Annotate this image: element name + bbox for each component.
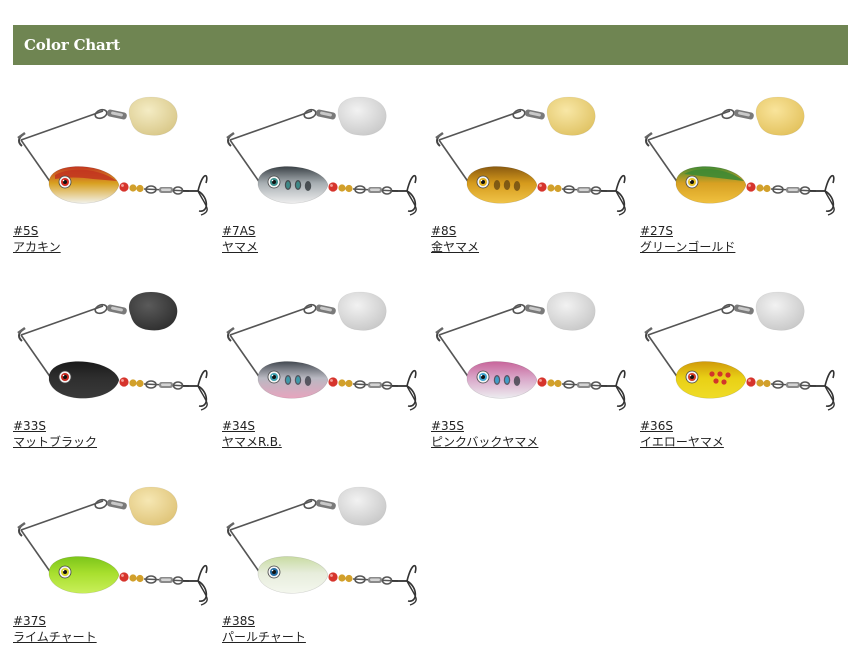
- color-code-link[interactable]: #8S: [431, 224, 457, 238]
- lure-image[interactable]: [640, 288, 840, 416]
- lure-item-7as[interactable]: #7AS ヤマメ: [222, 93, 422, 268]
- lure-image[interactable]: [640, 93, 840, 221]
- color-name-link[interactable]: ピンクバックヤマメ: [431, 435, 539, 449]
- color-name-link[interactable]: アカキン: [13, 240, 61, 254]
- color-code-link[interactable]: #37S: [13, 614, 46, 628]
- lure-item-35s[interactable]: #35S ピンクバックヤマメ: [431, 288, 631, 463]
- lure-item-27s[interactable]: #27S グリーンゴールド: [640, 93, 840, 268]
- lure-image[interactable]: [222, 93, 422, 221]
- color-code-link[interactable]: #34S: [222, 419, 255, 433]
- lure-image[interactable]: [222, 288, 422, 416]
- lure-item-34s[interactable]: #34S ヤマメR.B.: [222, 288, 422, 463]
- lure-item-38s[interactable]: #38S パールチャート: [222, 483, 422, 658]
- lure-image[interactable]: [431, 288, 631, 416]
- lure-image[interactable]: [13, 93, 213, 221]
- color-code-link[interactable]: #33S: [13, 419, 46, 433]
- lure-image[interactable]: [431, 93, 631, 221]
- color-code-link[interactable]: #35S: [431, 419, 464, 433]
- lure-image[interactable]: [222, 483, 422, 611]
- color-code-link[interactable]: #5S: [13, 224, 39, 238]
- lure-image[interactable]: [13, 483, 213, 611]
- color-name-link[interactable]: ヤマメ: [222, 240, 259, 254]
- color-name-link[interactable]: パールチャート: [222, 630, 306, 644]
- lure-item-36s[interactable]: #36S イエローヤマメ: [640, 288, 840, 463]
- color-code-link[interactable]: #27S: [640, 224, 673, 238]
- color-code-link[interactable]: #38S: [222, 614, 255, 628]
- lure-image[interactable]: [13, 288, 213, 416]
- color-name-link[interactable]: ヤマメR.B.: [222, 435, 282, 449]
- lure-item-8s[interactable]: #8S 金ヤマメ: [431, 93, 631, 268]
- page-title: Color Chart: [24, 36, 120, 54]
- lure-item-5s[interactable]: #5S アカキン: [13, 93, 213, 268]
- color-name-link[interactable]: ライムチャート: [13, 630, 97, 644]
- color-chart-header: Color Chart: [13, 25, 848, 65]
- color-name-link[interactable]: 金ヤマメ: [431, 240, 480, 254]
- color-code-link[interactable]: #36S: [640, 419, 673, 433]
- color-name-link[interactable]: マットブラック: [13, 435, 98, 449]
- lure-item-33s[interactable]: #33S マットブラック: [13, 288, 213, 463]
- lure-item-37s[interactable]: #37S ライムチャート: [13, 483, 213, 658]
- color-code-link[interactable]: #7AS: [222, 224, 256, 238]
- color-name-link[interactable]: イエローヤマメ: [640, 435, 724, 449]
- color-name-link[interactable]: グリーンゴールド: [640, 240, 736, 254]
